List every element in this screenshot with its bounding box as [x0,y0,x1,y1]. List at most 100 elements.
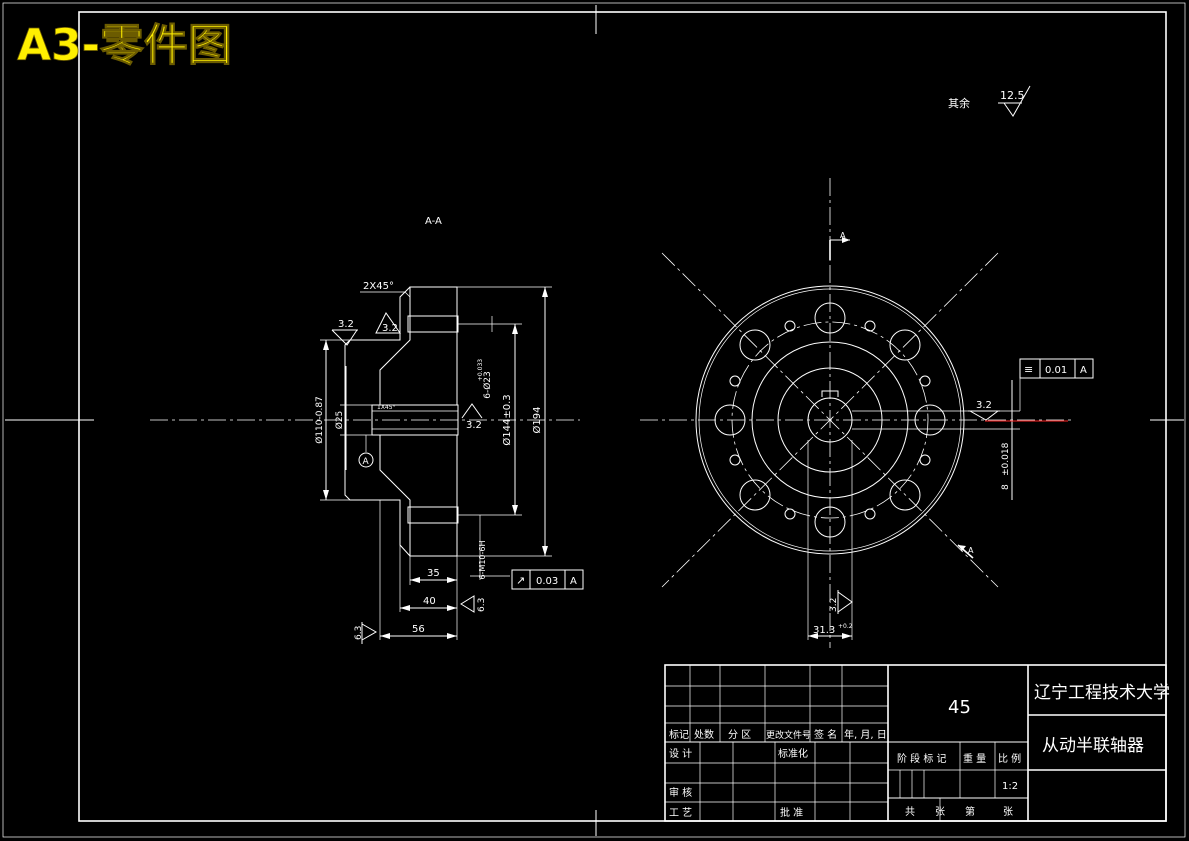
tb-sheet-label2: 张 [1003,806,1013,818]
chamfer-small-label: 1X45° [377,404,396,411]
svg-text:6.3: 6.3 [354,626,364,640]
symmetry-value: 0.01 [1045,365,1067,376]
symmetry-tolerance-frame: ≡ 0.01 A [1019,358,1094,411]
svg-text:3.2: 3.2 [976,400,992,411]
dim-keyway-depth: 31.3 [813,625,835,636]
section-label: A-A [425,216,442,227]
tb-header-date: 年, 月, 日 [844,728,887,741]
keyway [821,390,839,397]
tb-design: 设 计 [669,747,692,760]
roughness-symbol-bottom-mid: 6.3 [460,595,487,613]
svg-text:3.2: 3.2 [338,319,354,330]
dim-m10: 6-M10-6H [478,540,487,579]
roughness-note-symbol: 12.5 [998,85,1031,117]
svg-text:3.2: 3.2 [466,420,482,431]
bore-circle [807,397,853,443]
dim-keyway-width-tol: ±0.018 [1001,442,1011,476]
roughness-symbol-bottom: 3.2 [829,590,853,614]
hatch-upper [379,286,458,406]
symmetry-symbol: ≡ [1024,363,1033,376]
runout-tolerance-frame: ↗ 0.03 A [470,569,584,590]
radial-line-2 [661,252,999,588]
section-mark-top: A [840,231,846,240]
datum-label: A [363,457,370,467]
roughness-symbol-center: 3.2 [461,403,483,431]
svg-text:3.2: 3.2 [829,598,839,612]
dim-keyway-width: 8 [1001,484,1011,490]
threaded-holes [729,320,931,520]
runout-symbol: ↗ [516,574,525,587]
tb-process: 工 艺 [669,807,692,819]
tb-header-count: 处数 [694,728,714,741]
bolt-hole-large [814,302,846,334]
datum-circle [358,452,374,468]
roughness-symbol-top-right: 3.2 [375,312,401,334]
tb-part-name: 从动半联轴器 [1042,736,1144,756]
tb-material: 45 [948,697,971,718]
section-mark-bottom: A [968,546,974,555]
tb-sheets-total: 共 [905,806,915,818]
tb-approve: 批 准 [780,806,803,819]
tb-sheet-no: 第 [965,805,975,818]
tb-header-zone: 分 区 [728,729,751,741]
tb-header-doc: 更改文件号 [766,729,811,741]
bolt-hole-large [739,479,771,511]
bolt-hole-large [914,404,946,436]
dim-dia-110: Ø110-0.87 [314,396,325,444]
outer-circle [695,285,965,555]
bolt-hole-upper [407,315,459,333]
tb-review: 审 核 [669,786,692,799]
runout-value: 0.03 [536,576,558,587]
roughness-symbol-right: 3.2 [968,400,1000,421]
dim-dia-23: 6-Ø23 [482,371,493,399]
dim-len-56: 56 [412,624,425,635]
bolt-hole-lower [407,506,459,524]
outer-chamfer-circle [698,288,962,552]
drawing-frame [78,11,1167,822]
tb-header-mark: 标记 [669,729,689,741]
section-view: A-A Ø194 Ø144±0.3 [150,216,584,644]
runout-datum: A [570,576,577,587]
symmetry-datum: A [1080,365,1087,376]
dim-len-35: 35 [427,568,440,579]
dim-dia-144: Ø144±0.3 [501,394,513,445]
tb-header-sign: 签 名 [814,728,837,741]
banner-title: A3-零件图 [17,20,232,71]
roughness-symbol-bottom-left: 6.3 [354,622,378,644]
tb-weight: 重 量 [963,752,986,765]
roughness-symbol-top-left: 3.2 [331,319,358,346]
roughness-note-value: 12.5 [1000,89,1025,102]
bolt-hole-large [739,329,771,361]
title-block: 标记 处数 分 区 更改文件号 签 名 年, 月, 日 设 计 标准化 审 核 … [664,664,1170,822]
bore [371,404,459,436]
hub-circle [751,341,909,499]
svg-text:6.3: 6.3 [477,598,487,612]
chamfer-label: 2X45° [363,281,394,292]
pitch-circle [731,321,929,519]
bolt-hole-large [889,479,921,511]
tb-scale: 1:2 [1002,781,1018,792]
dim-len-40: 40 [423,596,436,607]
hatch-lower [379,434,458,557]
svg-text:3.2: 3.2 [382,323,398,334]
section-arrow-bottom: A [957,544,974,559]
hub-inner-circle [777,367,883,473]
tb-sheets-label: 张 [935,806,945,818]
dim-dia-25: Ø25 [334,411,345,430]
hub-outline [344,286,411,557]
dim-dia-194: Ø194 [531,407,543,434]
roughness-note-label: 其余 [948,96,970,110]
bolt-hole-large [714,404,746,436]
bolt-hole-large [889,329,921,361]
tb-stage-mark: 阶 段 标 记 [897,752,947,765]
tb-standardization: 标准化 [778,747,808,760]
bolt-hole-large [814,506,846,538]
front-view: A A 8 ±0.018 3.2 ≡ 0.01 A [640,178,1094,648]
tb-scale-label: 比 例 [998,752,1021,765]
dim-dia-23-tol: +0.033 [477,359,484,381]
tb-university: 辽宁工程技术大学 [1034,683,1170,703]
section-arrow-top: A [829,231,850,260]
dim-keyway-depth-tol: +0.2 [838,623,853,630]
